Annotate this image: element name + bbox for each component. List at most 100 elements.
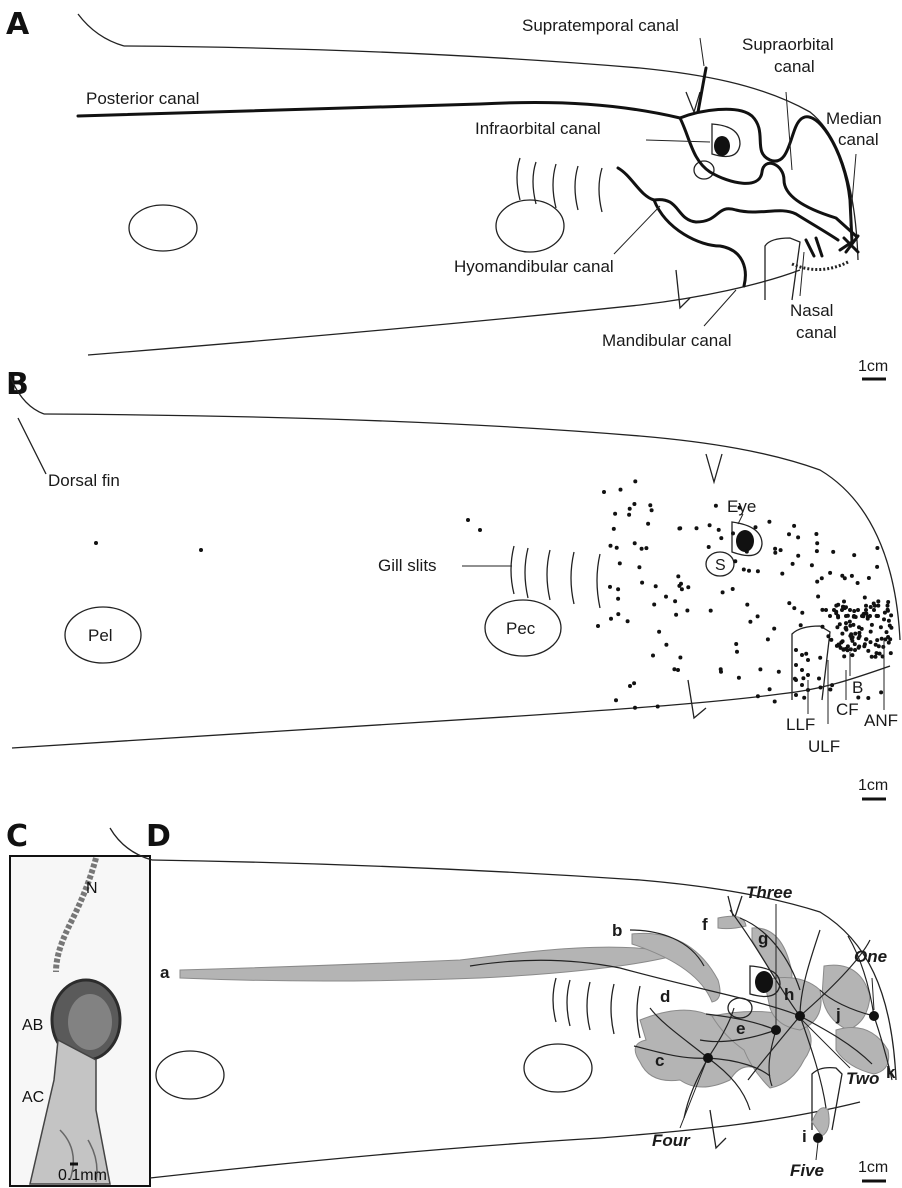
panel-c-ac-label: AC xyxy=(22,1089,44,1106)
pore-dot xyxy=(768,687,772,691)
panel-a-nasal-leader xyxy=(800,252,804,296)
panel-a-mandibular-canal xyxy=(654,200,745,286)
pore-dot xyxy=(717,528,721,532)
pore-dot xyxy=(678,526,682,530)
panel-b-pupil xyxy=(736,530,754,552)
pore-dot xyxy=(864,608,868,612)
pore-dot xyxy=(830,683,834,687)
panel-d-label-one: One xyxy=(854,947,887,966)
pore-dot xyxy=(864,612,868,616)
pore-dot xyxy=(709,609,713,613)
pore-dot xyxy=(754,525,758,529)
pore-dot xyxy=(852,614,856,618)
pore-dot xyxy=(466,518,470,522)
pore-dot xyxy=(651,654,655,658)
pore-dot xyxy=(804,652,808,656)
pore-dot xyxy=(777,670,781,674)
pore-dot xyxy=(731,587,735,591)
pore-dot xyxy=(748,620,752,624)
panel-d-label-a: a xyxy=(160,963,170,982)
panel-d-pupil xyxy=(755,971,773,993)
pore-dot xyxy=(613,512,617,516)
panel-d-five-leader xyxy=(816,1142,818,1160)
pore-dot xyxy=(848,634,852,638)
pore-dot xyxy=(745,550,749,554)
pore-dot xyxy=(886,600,890,604)
panel-c-letter: C xyxy=(6,819,28,854)
panel-a-supraorbital-label-2: canal xyxy=(774,57,815,76)
pore-dot xyxy=(837,643,841,647)
panel-a-nasal-canal xyxy=(806,238,822,256)
panel-a-pectoral-fin xyxy=(496,200,564,252)
pore-dot xyxy=(889,626,893,630)
pore-dot xyxy=(869,640,873,644)
panel-a-spiracle xyxy=(694,161,714,179)
pore-dot xyxy=(880,637,884,641)
pore-dot xyxy=(685,609,689,613)
panel-b-letter: B xyxy=(6,367,29,402)
pore-dot xyxy=(876,614,880,618)
panel-b-pectoral-label: Pec xyxy=(506,619,536,638)
pore-dot xyxy=(608,585,612,589)
panel-d-letter: D xyxy=(146,819,171,854)
panel-d-node-four xyxy=(703,1053,713,1063)
pore-dot xyxy=(612,527,616,531)
pore-dot xyxy=(848,620,852,624)
panel-c-ab-label: AB xyxy=(22,1017,43,1034)
pore-dot xyxy=(876,604,880,608)
panel-a-body-outline-top xyxy=(124,46,858,260)
pore-dot xyxy=(747,569,751,573)
pore-dot xyxy=(824,608,828,612)
pore-dot xyxy=(633,479,637,483)
pore-dot xyxy=(773,551,777,555)
pore-dot xyxy=(885,630,889,634)
pore-dot xyxy=(887,619,891,623)
pore-dot xyxy=(826,634,830,638)
panel-b-dorsal-fin-leader xyxy=(18,418,46,474)
pore-dot xyxy=(869,605,873,609)
pore-dot xyxy=(864,604,868,608)
pore-dot xyxy=(677,584,681,588)
pore-dot xyxy=(842,654,846,658)
pore-dot xyxy=(800,683,804,687)
pore-dot xyxy=(868,614,872,618)
panel-d-label-f: f xyxy=(702,915,708,934)
pore-dot xyxy=(870,655,874,659)
pore-dot xyxy=(632,502,636,506)
pore-dot xyxy=(832,608,836,612)
pore-dot xyxy=(680,587,684,591)
pore-dot xyxy=(862,644,866,648)
pore-dot xyxy=(779,548,783,552)
panel-d-gill-slits xyxy=(553,978,640,1038)
panel-d-label-j: j xyxy=(835,1005,841,1024)
pore-dot xyxy=(609,617,613,621)
panel-d-cluster-k xyxy=(836,1028,889,1075)
panel-b-anf-label: ANF xyxy=(864,711,898,730)
pore-dot xyxy=(791,562,795,566)
pore-dot xyxy=(816,595,820,599)
pore-dot xyxy=(652,603,656,607)
pore-dot xyxy=(756,694,760,698)
pore-dot xyxy=(773,700,777,704)
panel-d-pelvic-notch xyxy=(710,1110,726,1148)
pore-dot xyxy=(828,571,832,575)
pore-dot xyxy=(609,544,613,548)
pore-dot xyxy=(852,553,856,557)
panel-a-supratemporal-canal xyxy=(698,68,706,112)
panel-b-cf-label: CF xyxy=(836,700,859,719)
pore-dot xyxy=(840,574,844,578)
pore-dot xyxy=(815,541,819,545)
pore-dot xyxy=(640,547,644,551)
pore-dot xyxy=(619,488,623,492)
panel-d-label-three: Three xyxy=(746,883,792,902)
pore-dot xyxy=(742,568,746,572)
pore-dot xyxy=(695,526,699,530)
pore-dot xyxy=(844,647,848,651)
pore-dot xyxy=(848,608,852,612)
panel-a-pupil xyxy=(714,136,730,156)
pore-dot xyxy=(707,545,711,549)
pore-dot xyxy=(800,668,804,672)
panel-a-supraorbital-label-1: Supraorbital xyxy=(742,35,834,54)
pore-dot xyxy=(874,643,878,647)
pore-dot xyxy=(828,688,832,692)
